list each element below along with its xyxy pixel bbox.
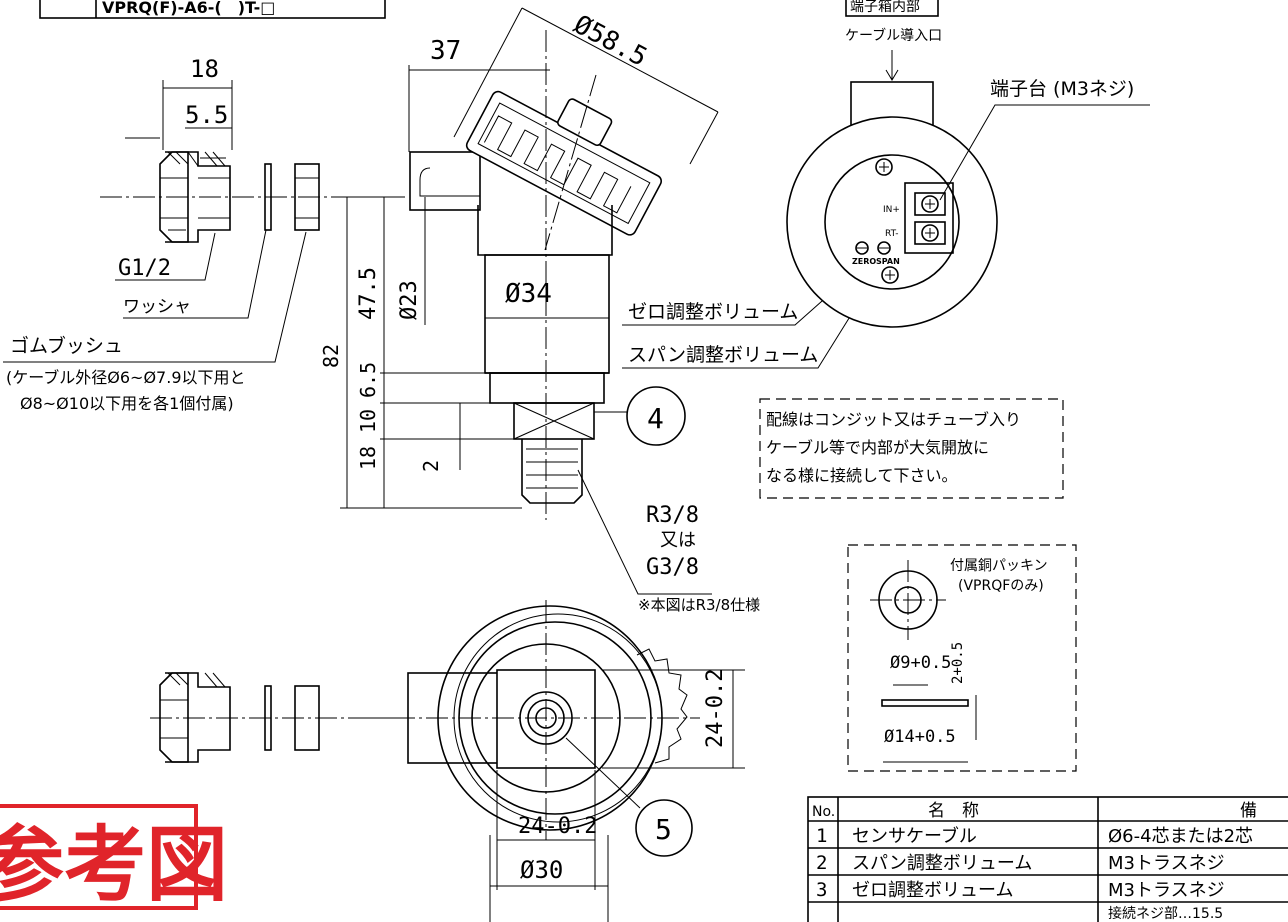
washer-label: ワッシャ	[123, 297, 191, 317]
g3-8-label: G3/8	[646, 555, 699, 580]
dim-6-5-label: 6.5	[356, 362, 380, 398]
wiring-note-3: なる様に接続して下さい。	[766, 466, 958, 485]
left-leaders: G1/2 ワッシャ ゴムブッシュ (ケーブル外径Ø6~Ø7.9以下用と Ø8~Ø…	[3, 229, 307, 413]
parts-table: No. 名 称 備 1 センサケーブル Ø6-4芯または2芯 2 スパン調整ボリ…	[807, 796, 1288, 922]
balloon-5-label: 5	[655, 813, 672, 846]
sensor-front-view	[409, 30, 663, 520]
dim-23-label: Ø23	[397, 280, 422, 320]
row-1-name: センサケーブル	[852, 825, 977, 847]
span-vol-label: スパン調整ボリューム	[628, 344, 818, 366]
span-label: SPAN	[876, 257, 900, 266]
balloon-4-label: 4	[647, 402, 664, 435]
balloon-4: 4	[594, 386, 686, 446]
row-2-no: 2	[816, 852, 827, 874]
row-2-name: スパン調整ボリューム	[852, 853, 1032, 874]
row-3-name: ゼロ調整ボリューム	[852, 880, 1013, 901]
packing-detail: 付属銅パッキン (VPRQFのみ) Ø9+0.5 2+0.5 Ø14+0.5	[847, 544, 1077, 772]
model-code: VPRQ(F)-A6-( )T-□	[102, 0, 275, 17]
vertical-dims: 47.5 Ø23 82 10 6.5 18 2	[319, 196, 522, 509]
row-2-note: M3トラスネジ	[1108, 853, 1225, 874]
rt-minus-label: RT-	[885, 229, 899, 239]
thread-spec: R3/8 又は G3/8 ※本図はR3/8仕様	[577, 469, 760, 614]
dim-37: 37	[408, 36, 550, 152]
dim-24-side-label: 24-0.2	[703, 669, 728, 748]
table-header-note: 備	[1240, 801, 1257, 821]
dim-47-5-label: 47.5	[356, 267, 381, 320]
dim-2-pack-label: 2+0.5	[950, 642, 966, 684]
dim-34: Ø34	[485, 279, 609, 319]
in-plus-label: IN+	[883, 205, 900, 215]
packing-label-2: (VPRQFのみ)	[958, 578, 1044, 594]
row-1-no: 1	[816, 825, 827, 847]
terminal-view: 端子箱内部 ケーブル導入口 IN+ RT- ZERO SPAN 端子台 (M3ネ…	[786, 0, 1150, 328]
model-code-box: VPRQ(F)-A6-( )T-□	[39, 0, 386, 19]
g1-2-label: G1/2	[118, 256, 171, 281]
dim-58-5-label: Ø58.5	[569, 10, 652, 73]
table-header-name: 名 称	[928, 801, 979, 821]
cable-note-2: Ø8~Ø10以下用を各1個付属)	[20, 394, 234, 413]
row-4-note: 接続ネジ部…15.5	[1108, 905, 1223, 922]
table-header-no: No.	[812, 804, 835, 820]
dim-5-5-label: 5.5	[185, 101, 228, 129]
stamp-label: 参考図	[0, 818, 228, 913]
gland-parts-bottom	[150, 672, 395, 763]
dim-14-label: Ø14+0.5	[884, 727, 956, 747]
row-3-note: M3トラスネジ	[1108, 880, 1225, 901]
dim-18b-label: 18	[356, 446, 380, 470]
cable-entry-label: ケーブル導入口	[845, 27, 942, 44]
dim-18-top: 18 5.5	[125, 55, 233, 150]
zero-vol-label: ゼロ調整ボリューム	[628, 301, 798, 323]
sensor-top-view: 24-0.2 24-0.2 Ø30 5	[360, 600, 745, 922]
wiring-note-2: ケーブル等で内部が大気開放に	[766, 438, 989, 457]
cable-note-1: (ケーブル外径Ø6~Ø7.9以下用と	[6, 368, 246, 387]
dim-34-label: Ø34	[505, 279, 552, 309]
row-1-note: Ø6-4芯または2芯	[1108, 826, 1253, 847]
r3-8-label: R3/8	[646, 503, 699, 528]
terminal-block-label: 端子台 (M3ネジ)	[990, 78, 1134, 100]
wiring-note: 配線はコンジット又はチューブ入り ケーブル等で内部が大気開放に なる様に接続して…	[759, 398, 1064, 499]
row-3-no: 3	[816, 879, 827, 901]
r38-note: ※本図はR3/8仕様	[638, 596, 760, 614]
dim-2-label: 2	[419, 460, 443, 472]
dim-24-bottom-label: 24-0.2	[518, 814, 597, 839]
dim-18-label: 18	[190, 55, 219, 83]
terminal-inside-label: 端子箱内部	[850, 0, 920, 15]
zero-label: ZERO	[852, 257, 876, 266]
reference-stamp: 参考図	[0, 804, 228, 913]
wiring-note-1: 配線はコンジット又はチューブ入り	[766, 410, 1021, 429]
bush-label: ゴムブッシュ	[10, 334, 123, 357]
dim-10-label: 10	[356, 409, 380, 433]
dim-37-label: 37	[430, 36, 461, 66]
dim-82-label: 82	[319, 344, 343, 368]
or-label: 又は	[660, 530, 696, 551]
dim-30-label: Ø30	[520, 856, 563, 884]
dim-9-label: Ø9+0.5	[890, 653, 951, 673]
packing-label-1: 付属銅パッキン	[950, 558, 1048, 574]
gland-parts-top	[100, 151, 345, 243]
